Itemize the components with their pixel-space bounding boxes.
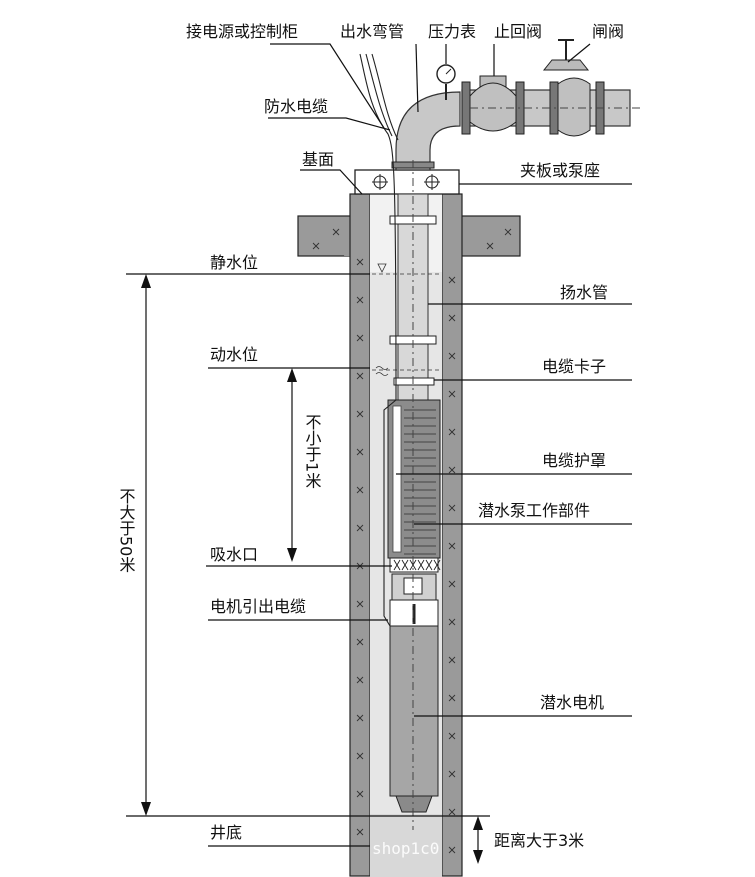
label-waterproof-cable: 防水电缆 [264,97,328,116]
watermark: shop1c0 [372,839,439,858]
gate-valve [542,39,591,137]
label-cable-clip: 电缆卡子 [542,357,606,376]
label-riser-pipe: 扬水管 [560,283,608,302]
label-bottom-distance: 距离大于3米 [494,831,584,850]
label-max-depth: 不大于50米 [117,488,136,572]
dimension-bottom [473,816,483,864]
submersible-motor [389,625,439,813]
label-motor-lead: 电机引出电缆 [210,597,306,616]
label-min-submergence: 不小于1米 [303,414,322,488]
label-cable-guard: 电缆护罩 [542,451,606,470]
well-casing-left [349,193,371,877]
label-outlet-elbow: 出水弯管 [340,22,404,41]
pump-coupling [389,573,439,627]
label-pump-working: 潜水泵工作部件 [478,501,590,520]
label-dynamic-level: 动水位 [210,345,258,364]
label-clamp-seat: 夹板或泵座 [520,161,600,180]
label-gate-valve: 闸阀 [592,22,624,41]
label-foundation: 基面 [302,150,334,169]
clamp-plate [354,169,460,195]
label-pressure-gauge: 压力表 [428,22,476,41]
label-motor: 潜水电机 [540,693,604,712]
dimension-max-depth [141,274,151,816]
leader-lines [126,43,632,847]
label-static-level: 静水位 [210,253,258,272]
water-surfaces [372,263,440,376]
label-suction-inlet: 吸水口 [210,545,258,564]
check-valve [469,75,517,132]
waterproof-cable-line [359,53,399,627]
suction-screen [389,557,441,573]
hatch-marks [312,228,512,854]
label-check-valve: 止回阀 [494,22,542,41]
label-power: 接电源或控制柜 [186,22,298,41]
cable-clip [393,377,435,386]
label-well-bottom: 井底 [210,823,242,842]
pressure-gauge [436,64,456,100]
pump-working-part [387,399,441,559]
dimension-min-submergence [287,368,297,562]
